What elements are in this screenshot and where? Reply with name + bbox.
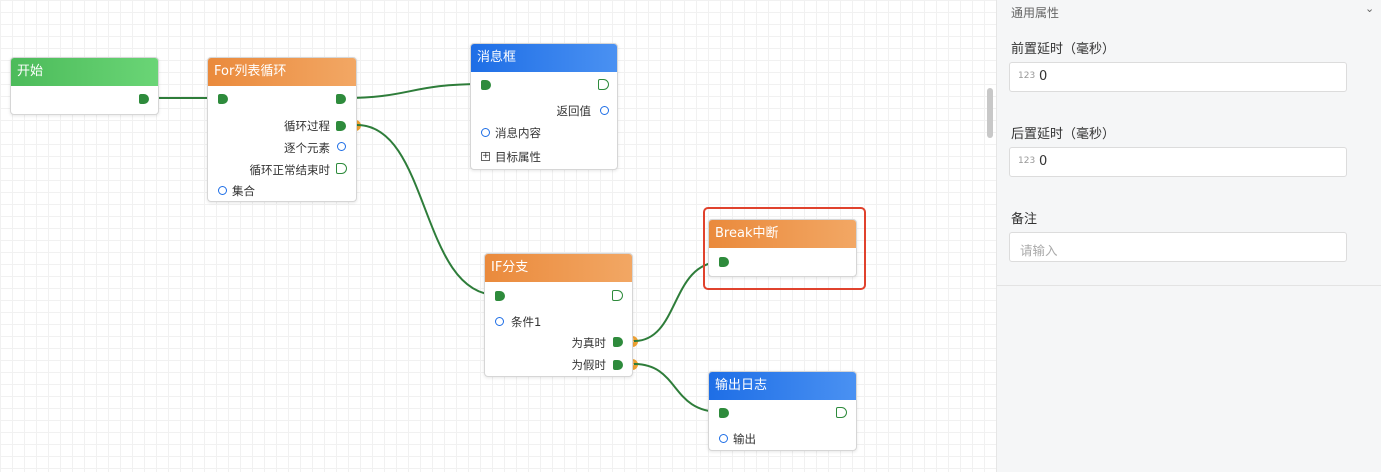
wire-false-to-log <box>633 363 722 413</box>
return-value-port[interactable] <box>600 106 609 115</box>
port-label-output: 输出 <box>733 432 756 446</box>
node-break-title: Break中断 <box>709 220 856 248</box>
true-branch-port[interactable] <box>613 337 623 347</box>
node-for-loop-title: For列表循环 <box>208 58 356 86</box>
node-output-log[interactable]: 输出日志 输出 <box>708 371 857 451</box>
chevron-down-icon[interactable]: ⌄ <box>1365 2 1375 15</box>
port-label-message-content: 消息内容 <box>495 126 541 140</box>
false-branch-port[interactable] <box>613 360 623 370</box>
wire-loop-to-if <box>356 124 498 296</box>
pre-delay-label: 前置延时（毫秒） <box>1011 42 1116 57</box>
collection-port[interactable] <box>218 186 227 195</box>
condition-port[interactable] <box>495 317 504 326</box>
exec-in-port[interactable] <box>481 80 491 90</box>
exec-in-port[interactable] <box>495 291 505 301</box>
node-for-loop[interactable]: For列表循环 循环过程 逐个元素 循环正常结束时 集合 <box>207 57 357 202</box>
message-content-port[interactable] <box>481 128 490 137</box>
port-label-return-value: 返回值 <box>556 104 592 118</box>
divider <box>997 285 1381 286</box>
post-delay-input[interactable]: 123 0 <box>1009 147 1347 177</box>
wire-for-to-message <box>344 83 484 99</box>
node-message-box[interactable]: 消息框 返回值 消息内容 + 目标属性 <box>470 43 618 170</box>
node-output-log-title: 输出日志 <box>709 372 856 400</box>
each-element-port[interactable] <box>337 142 346 151</box>
port-label-condition: 条件1 <box>511 315 542 329</box>
vertical-scrollbar[interactable] <box>987 88 993 138</box>
loop-body-port[interactable] <box>336 121 346 131</box>
section-title: 通用属性 <box>1011 6 1060 20</box>
post-delay-label: 后置延时（毫秒） <box>1011 127 1116 142</box>
exec-out-port[interactable] <box>836 407 847 418</box>
remark-label: 备注 <box>1011 212 1038 227</box>
exec-in-port[interactable] <box>719 408 729 418</box>
output-port[interactable] <box>719 434 728 443</box>
pre-delay-value: 0 <box>1039 69 1048 84</box>
node-break[interactable]: Break中断 <box>708 219 857 277</box>
number-icon: 123 <box>1018 156 1036 166</box>
port-label-false: 为假时 <box>571 358 607 372</box>
port-label-each-element: 逐个元素 <box>284 141 330 155</box>
wire-true-to-break <box>633 261 722 342</box>
exec-out-port[interactable] <box>336 94 346 104</box>
exec-out-port[interactable] <box>139 94 149 104</box>
properties-panel: 通用属性 ⌄ 前置延时（毫秒） 123 0 后置延时（毫秒） 123 0 备注 … <box>996 0 1381 472</box>
port-label-target-attr: 目标属性 <box>495 150 541 164</box>
exec-in-port[interactable] <box>719 257 729 267</box>
node-start[interactable]: 开始 <box>10 57 159 115</box>
port-label-loop-body: 循环过程 <box>284 119 330 133</box>
node-if-branch[interactable]: IF分支 条件1 为真时 为假时 <box>484 253 633 377</box>
loop-end-port[interactable] <box>336 163 347 174</box>
connection-wires <box>148 83 722 413</box>
node-if-branch-title: IF分支 <box>485 254 632 282</box>
number-icon: 123 <box>1018 71 1036 81</box>
port-label-true: 为真时 <box>571 336 607 350</box>
remark-input[interactable]: 请输入 <box>1009 232 1347 262</box>
port-label-loop-end: 循环正常结束时 <box>249 163 331 177</box>
node-message-box-title: 消息框 <box>471 44 617 72</box>
expand-icon[interactable]: + <box>481 151 490 161</box>
exec-out-port[interactable] <box>598 79 609 90</box>
port-label-collection: 集合 <box>232 184 255 198</box>
exec-in-port[interactable] <box>218 94 228 104</box>
pre-delay-input[interactable]: 123 0 <box>1009 62 1347 92</box>
selection-highlight <box>703 207 866 290</box>
post-delay-value: 0 <box>1039 154 1048 169</box>
flow-canvas[interactable]: 开始 For列表循环 循环过程 逐个元素 循环正常结束时 集合 ‹ 消息框 返回… <box>0 0 996 472</box>
exec-out-port[interactable] <box>612 290 623 301</box>
remark-placeholder: 请输入 <box>1020 243 1058 258</box>
node-start-title: 开始 <box>11 58 158 86</box>
